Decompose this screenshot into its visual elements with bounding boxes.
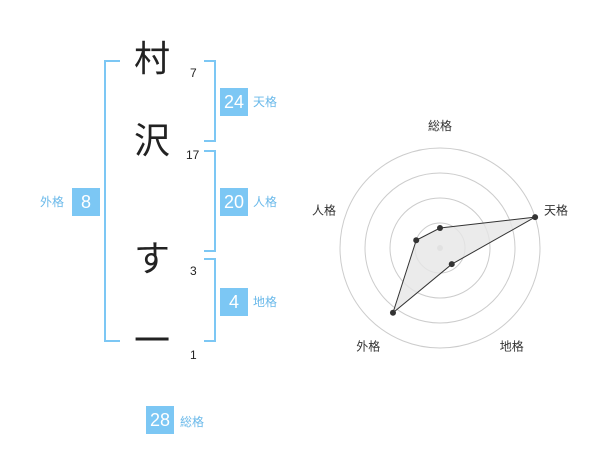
radar-axis-label: 地格 bbox=[500, 339, 524, 354]
name-char-1: 村 bbox=[133, 39, 170, 80]
tenkaku-bracket bbox=[204, 60, 216, 142]
radar-point bbox=[389, 309, 396, 316]
jinkaku-bracket bbox=[204, 150, 216, 252]
soukaku-label: 総格 bbox=[180, 415, 205, 429]
radar-ring bbox=[389, 197, 491, 299]
radar-point bbox=[413, 237, 420, 244]
radar-axis-label: 天格 bbox=[544, 202, 568, 217]
tenkaku-value: 24 bbox=[220, 88, 248, 116]
gaikaku-value: 8 bbox=[72, 188, 100, 216]
radar-point bbox=[448, 261, 455, 268]
gaikaku-bracket bbox=[104, 60, 120, 342]
radar-ring bbox=[364, 172, 516, 324]
stroke-count-1: 7 bbox=[190, 66, 197, 80]
jinkaku-label: 人格 bbox=[253, 195, 278, 209]
soukaku-value: 28 bbox=[146, 406, 174, 434]
stroke-count-2: 17 bbox=[186, 148, 200, 162]
radar-point bbox=[532, 214, 539, 221]
stroke-count-3: 3 bbox=[190, 264, 197, 278]
radar-point bbox=[437, 225, 443, 231]
name-char-4: 一 bbox=[133, 321, 170, 362]
tenkaku-label: 天格 bbox=[253, 95, 278, 109]
radar-axis-label: 外格 bbox=[356, 339, 380, 354]
jinkaku-value: 20 bbox=[220, 188, 248, 216]
stroke-count-4: 1 bbox=[190, 348, 197, 362]
radar-axis-label: 総格 bbox=[428, 118, 452, 133]
chikaku-label: 地格 bbox=[253, 295, 278, 309]
radar-area bbox=[391, 216, 536, 315]
chikaku-bracket bbox=[204, 258, 216, 342]
name-char-3: す bbox=[133, 239, 170, 280]
radar-axis-label: 人格 bbox=[312, 202, 336, 217]
name-char-2: 沢 bbox=[133, 121, 170, 162]
radar-ring bbox=[339, 147, 541, 349]
gaikaku-label: 外格 bbox=[40, 195, 65, 209]
chikaku-value: 4 bbox=[220, 288, 248, 316]
